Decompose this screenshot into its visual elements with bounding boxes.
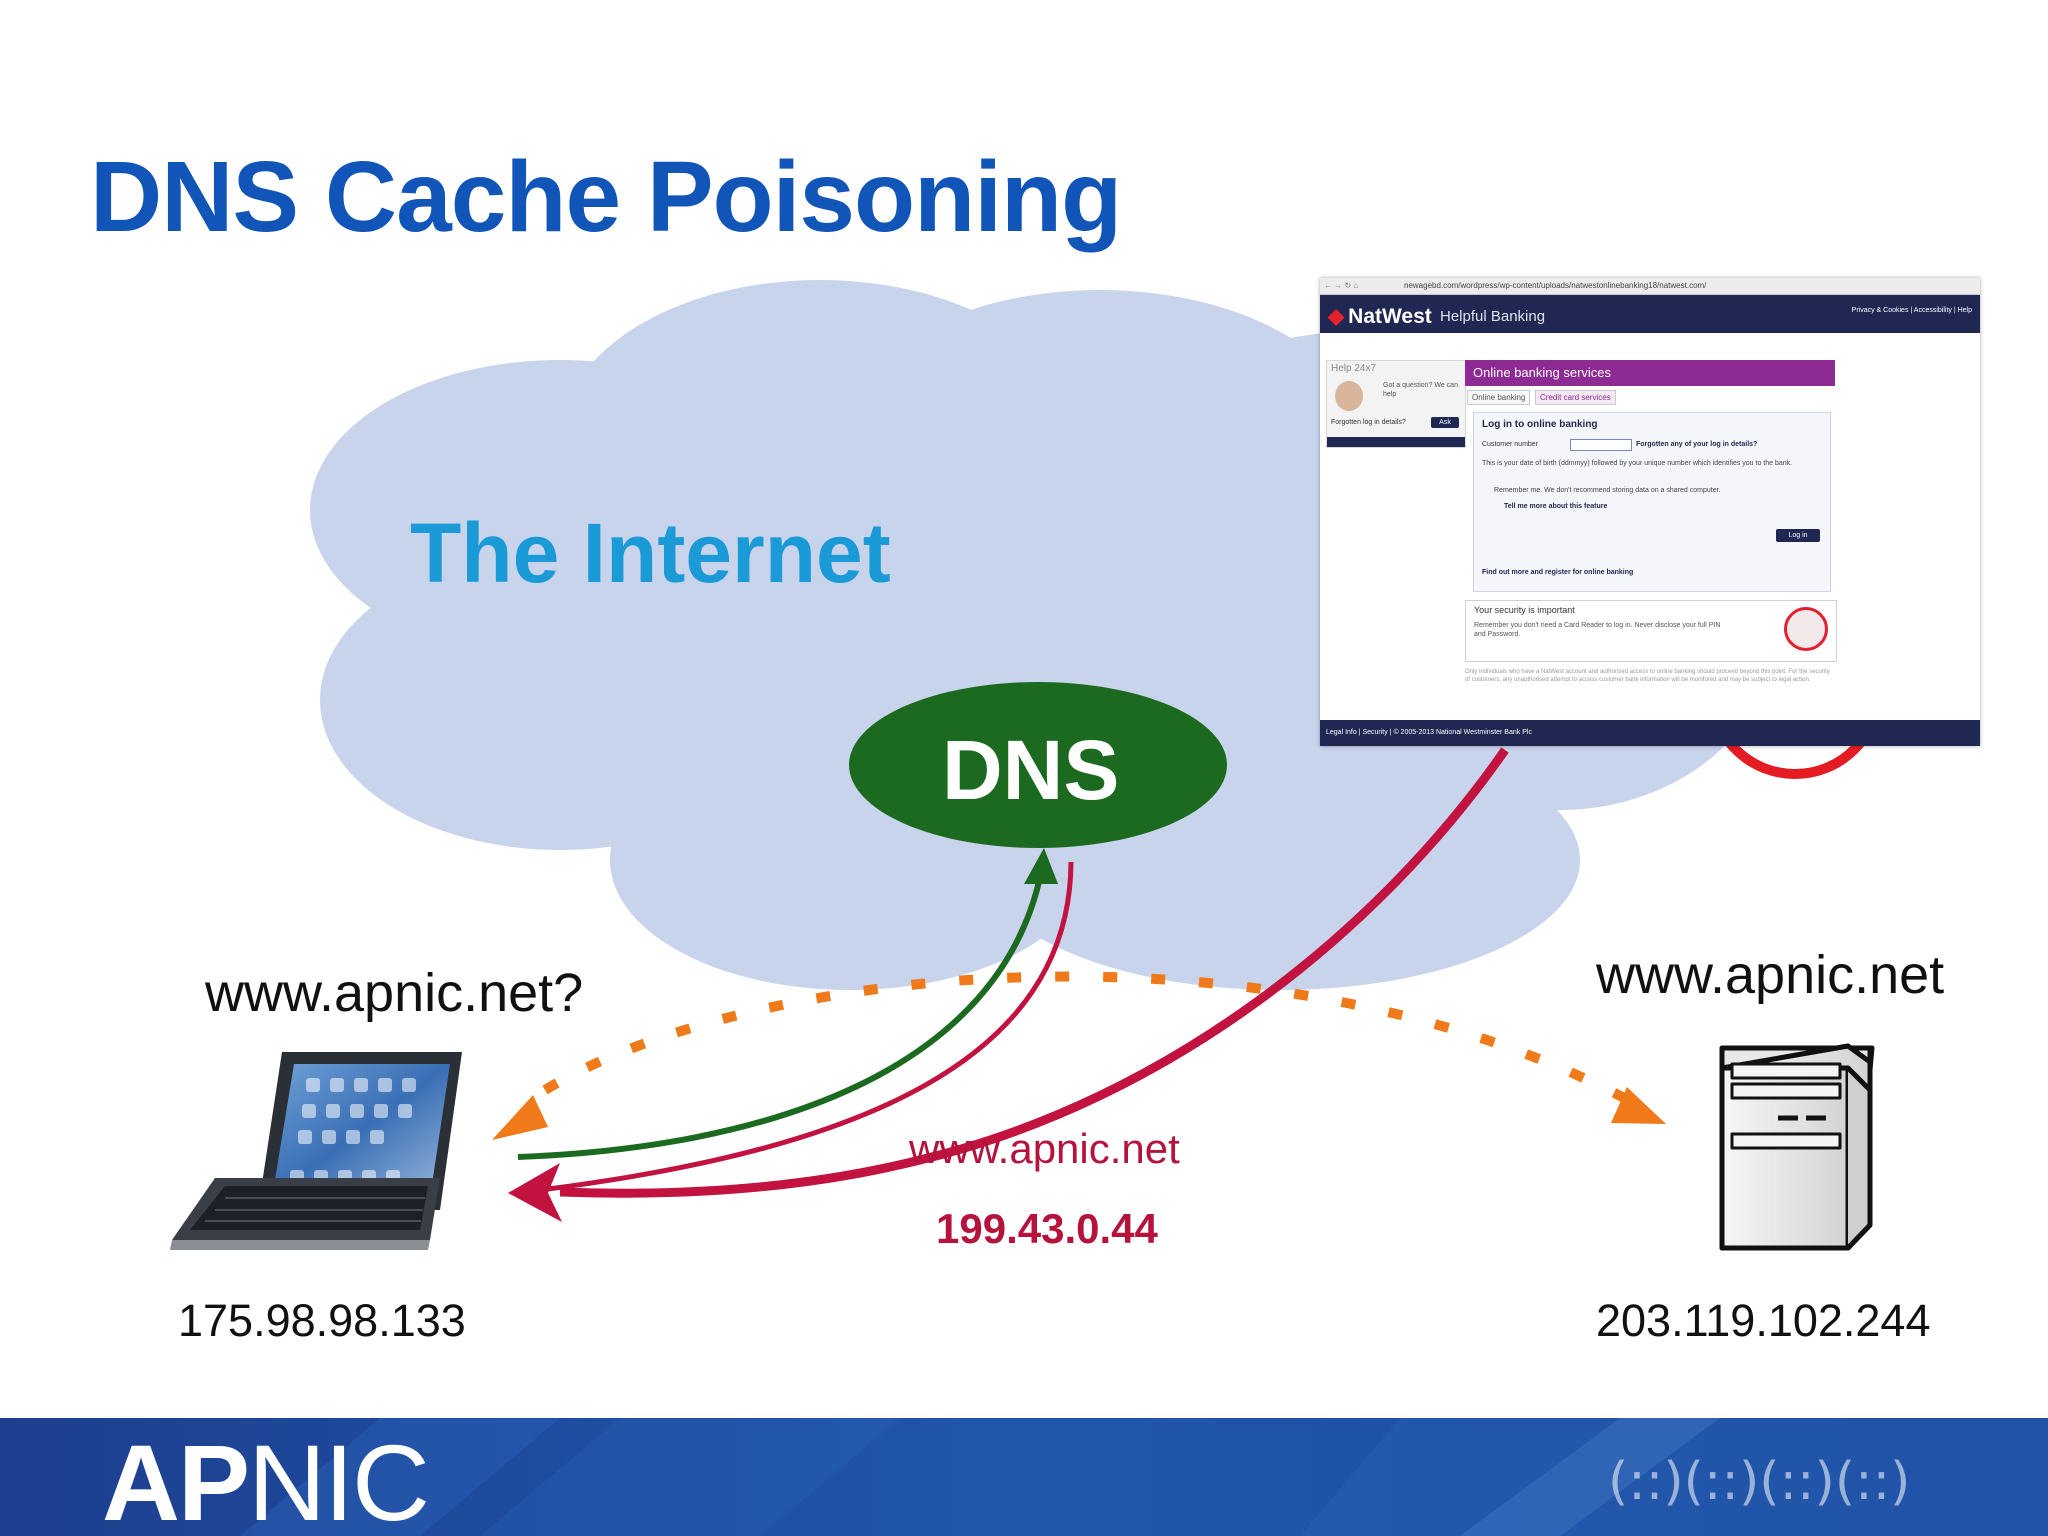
- help-bar: [1327, 437, 1465, 447]
- site-header: ◆NatWest Helpful Banking Privacy & Cooki…: [1320, 295, 1980, 333]
- tab-credit-card: Credit card services: [1535, 390, 1616, 405]
- help-question: Forgotten log in details?: [1331, 419, 1406, 426]
- apnic-logo-bold: AP: [102, 1422, 250, 1536]
- query-label: www.apnic.net?: [205, 963, 584, 1023]
- login-form-title: Log in to online banking: [1482, 419, 1598, 430]
- slide-title: DNS Cache Poisoning: [90, 141, 1122, 253]
- security-box: Your security is important Remember you …: [1465, 600, 1837, 662]
- customer-number-field: [1570, 439, 1632, 451]
- browser-address-bar: ← → ↻ ⌂ newagebd.com/wordpress/wp-conten…: [1320, 278, 1980, 295]
- help-text: Got a question? We can help: [1383, 382, 1458, 398]
- tell-me-link: Tell me more about this feature: [1504, 503, 1608, 510]
- help-box: Help 24x7 Got a question? We can help Fo…: [1326, 360, 1466, 448]
- internet-label: The Internet: [410, 506, 891, 600]
- apnic-logo-rest: NIC: [248, 1422, 430, 1536]
- browser-url: newagebd.com/wordpress/wp-content/upload…: [1404, 281, 1707, 290]
- response-host-label: www.apnic.net: [909, 1125, 1180, 1172]
- tab-online-banking: Online banking: [1467, 390, 1531, 405]
- login-form: Log in to online banking Customer number…: [1473, 412, 1831, 592]
- site-footer: Legal Info | Security | © 2005-2013 Nati…: [1320, 720, 1980, 746]
- footer-band: [0, 1418, 2048, 1536]
- server-icon: [1719, 1043, 1875, 1251]
- laptop-icon: [170, 1052, 462, 1250]
- card-reader-prohibited-icon: [1784, 607, 1828, 651]
- ask-button: Ask: [1431, 417, 1459, 428]
- dns-label: DNS: [942, 723, 1120, 817]
- dotted-route-line: [542, 971, 1631, 1105]
- footer-decoration-icon: (::)(::)(::)(::): [1608, 1452, 1911, 1512]
- site-tagline: Helpful Banking: [1440, 308, 1546, 325]
- response-ip-label: 199.43.0.44: [936, 1205, 1158, 1252]
- customer-number-label: Customer number: [1482, 441, 1539, 448]
- dotted-arrowhead-right: [1611, 1087, 1666, 1124]
- apnic-logo: APNIC: [102, 1420, 430, 1536]
- natwest-logo-icon: ◆: [1328, 305, 1345, 328]
- query-arrow: [517, 867, 1045, 1160]
- help-title: Help 24x7: [1331, 363, 1377, 374]
- security-text: Remember you don't need a Card Reader to…: [1474, 622, 1721, 638]
- panel-title: Online banking services: [1465, 360, 1835, 386]
- fake-site-screenshot: ← → ↻ ⌂ newagebd.com/wordpress/wp-conten…: [1320, 278, 1980, 746]
- find-out-link: Find out more and register for online ba…: [1482, 569, 1634, 576]
- server-hostname-label: www.apnic.net: [1596, 945, 1945, 1005]
- browser-nav-icons: ← → ↻ ⌂: [1324, 281, 1359, 290]
- poisoned-arrowhead: [508, 1163, 562, 1222]
- query-arrowhead: [1024, 848, 1058, 884]
- site-top-links: Privacy & Cookies | Accessibility | Help: [1851, 307, 1972, 314]
- client-ip-label: 175.98.98.133: [178, 1295, 466, 1346]
- dotted-arrowhead-left: [492, 1095, 548, 1140]
- server-ip-label: 203.119.102.244: [1596, 1295, 1931, 1346]
- site-brand: NatWest: [1348, 305, 1432, 328]
- forgotten-link: Forgotten any of your log in details?: [1636, 441, 1758, 448]
- remember-me-text: Remember me. We don't recommend storing …: [1494, 487, 1721, 494]
- security-title: Your security is important: [1474, 605, 1575, 615]
- dob-help-text: This is your date of birth (ddmmyy) foll…: [1482, 460, 1793, 467]
- poisoned-response-line-site: [559, 747, 1509, 1198]
- fine-print: Only individuals who have a NatWest acco…: [1465, 669, 1830, 683]
- site-logo: ◆NatWest: [1328, 304, 1432, 329]
- login-button: Log in: [1776, 529, 1820, 542]
- poisoned-response-line-dns: [539, 861, 1074, 1193]
- dns-node-shape: [849, 682, 1227, 848]
- avatar: [1335, 381, 1363, 411]
